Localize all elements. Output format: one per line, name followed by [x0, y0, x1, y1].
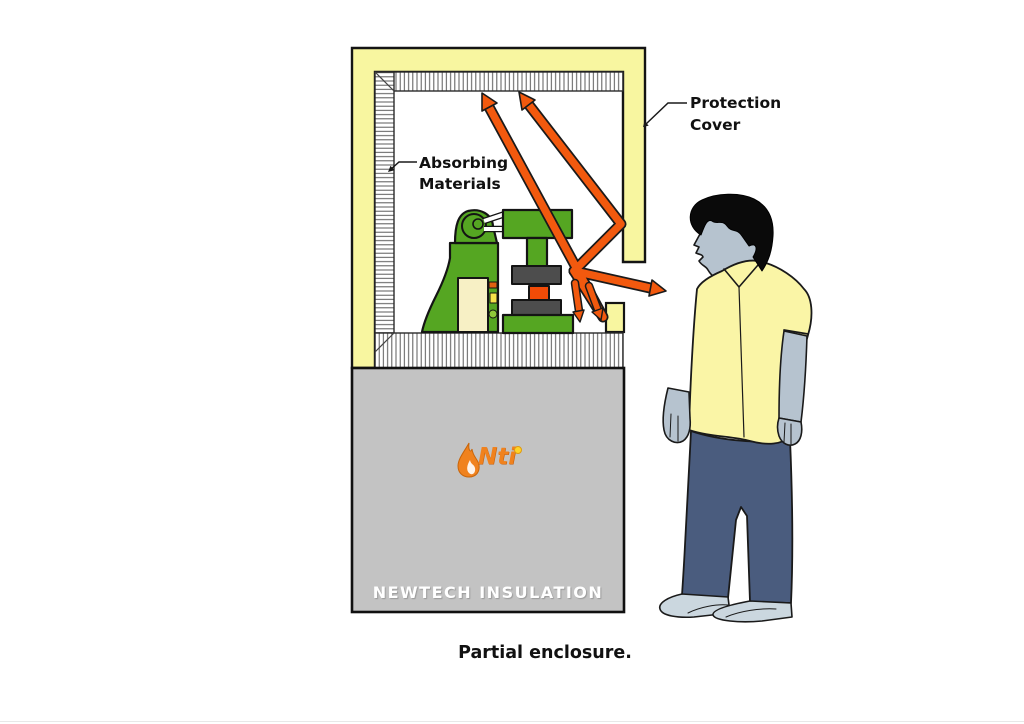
press-column: [525, 236, 549, 270]
arrowhead-top-right: [518, 91, 536, 111]
absorbing-lining-top: [374, 71, 624, 92]
lower-platen: [511, 299, 562, 317]
press-base: [501, 313, 575, 335]
control-lamp-yellow: [489, 292, 498, 304]
upper-platen: [511, 265, 562, 285]
shoe-lace-line-2: [725, 608, 777, 618]
noise-arrows: [481, 91, 667, 323]
right-hand-fingers: [783, 422, 792, 445]
protection-cover-label: Protection Cover: [690, 94, 782, 134]
leader-protection-cover: [643, 102, 687, 127]
absorbing-materials-label: Absorbing Materials: [419, 154, 509, 193]
machine-door: [457, 277, 489, 333]
worker-hair: [689, 193, 774, 272]
enclosure: [350, 46, 647, 370]
worker-right-arm: [778, 330, 808, 423]
lining-miter-bottom: [374, 332, 395, 353]
worker-pants: [681, 430, 794, 604]
arrowhead-top-left: [481, 92, 498, 112]
press-machine: [420, 208, 575, 335]
page-bottom-edge: [0, 721, 1024, 722]
control-lamp-orange: [488, 281, 498, 289]
lining-miter-top: [374, 71, 395, 92]
enclosure-wall-bottom-fragment: [604, 301, 626, 334]
brand-company-name: NEWTECH INSULATION: [372, 583, 604, 602]
pulley-hub: [472, 218, 484, 230]
control-lamp-green: [488, 309, 498, 319]
shirt-placket: [738, 286, 745, 438]
left-hand-fingers: [669, 413, 679, 442]
logo-dot: [514, 446, 522, 454]
leader-arrowhead: [388, 165, 395, 172]
workpiece: [528, 285, 550, 302]
worker-shoe-right: [712, 600, 793, 623]
worker-right-hand: [776, 417, 803, 446]
worker: [658, 193, 813, 623]
pedestal-base: [350, 366, 626, 614]
pedestal: [350, 366, 626, 614]
arrowhead-floor-1: [572, 309, 585, 323]
arrowhead-escape: [648, 279, 667, 297]
drive-belts: [482, 210, 507, 233]
flame-icon-inner: [467, 460, 476, 475]
shoe-lace-line: [687, 604, 729, 614]
diagram-caption: Partial enclosure.: [458, 643, 632, 663]
leader-absorbing-materials: [388, 161, 417, 172]
sleeve-cuff-line: [783, 329, 809, 335]
worker-shoe-left: [658, 593, 731, 619]
arrowhead-floor-2: [591, 307, 604, 321]
leader-arrowhead: [643, 121, 649, 127]
absorbing-lining-floor: [374, 332, 624, 369]
absorbing-lining-left: [374, 71, 395, 334]
worker-left-hand: [662, 387, 692, 444]
brand-logo-text: Nti: [478, 444, 517, 470]
